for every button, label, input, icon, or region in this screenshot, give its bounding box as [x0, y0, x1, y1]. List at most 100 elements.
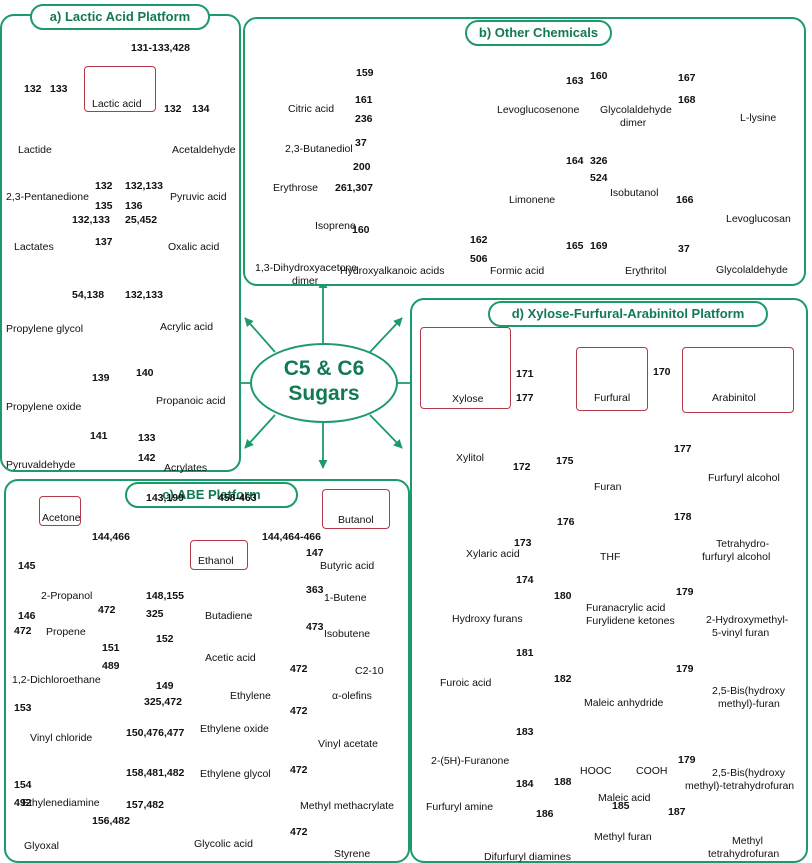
- ref-458: 458-463: [218, 492, 257, 504]
- ref-25452: 25,452: [125, 214, 158, 226]
- panel-title-a: a) Lactic Acid Platform: [30, 4, 210, 30]
- highlight-lactic-acid: [84, 66, 156, 112]
- arabinitol-label: Arabinitol: [712, 392, 756, 404]
- panel-other-chemicals: [243, 17, 806, 286]
- ref-236: 236: [355, 113, 373, 125]
- ref-133b: 133: [138, 432, 156, 444]
- ethylene-label: Ethylene: [230, 690, 271, 702]
- isoprene-label: Isoprene: [315, 220, 356, 232]
- highlight-ethanol: [190, 540, 248, 570]
- panel-title-c: c) ABE Platform: [125, 482, 298, 508]
- panel-xylose-furfural-arabinitol: [410, 298, 808, 863]
- ref-363: 363: [306, 584, 324, 596]
- butanediol-label: 2,3-Butanediol: [285, 143, 353, 155]
- ref-161: 161: [355, 94, 373, 106]
- ref-184: 184: [516, 778, 534, 790]
- ref-164: 164: [566, 155, 584, 167]
- panel-title-b: b) Other Chemicals: [465, 20, 612, 46]
- difurfuryl-label: Difurfuryl diamines: [484, 851, 571, 863]
- ethanol-label: Ethanol: [198, 555, 234, 567]
- ref-489: 489: [102, 660, 120, 672]
- glyoxal-label: Glyoxal: [24, 840, 60, 852]
- ref-181: 181: [516, 647, 534, 659]
- ref-168: 168: [678, 94, 696, 106]
- ref-472e: 472: [290, 764, 308, 776]
- lactates-label: Lactates: [14, 241, 54, 253]
- hub-sugars: [250, 343, 398, 423]
- ref-185: 185: [612, 800, 630, 812]
- ref-179c: 179: [678, 754, 696, 766]
- ref-186: 186: [536, 808, 554, 820]
- ref-472a: 472: [14, 625, 32, 637]
- vinyl-acetate-label: Vinyl acetate: [318, 738, 378, 750]
- xylitol-label: Xylitol: [456, 452, 485, 464]
- ref-166: 166: [676, 194, 694, 206]
- ref-162: 162: [470, 234, 488, 246]
- ref-160a: 160: [352, 224, 370, 236]
- ref-158: 158,481,482: [126, 767, 185, 779]
- hydroxyalk-label: Hydroxyalkanoic acids: [340, 265, 445, 277]
- vinyl-chloride-label: Vinyl chloride: [30, 732, 93, 744]
- pyruvaldehyde-label: Pyruvaldehyde: [6, 459, 76, 471]
- erythritol-label: Erythritol: [625, 265, 667, 277]
- ref-37a: 37: [355, 137, 367, 149]
- furfural-label: Furfural: [594, 392, 631, 404]
- ref-144a: 144,466: [92, 531, 130, 543]
- butyric-label: Butyric acid: [320, 560, 375, 572]
- acrylates-label: Acrylates: [164, 462, 208, 474]
- ethylene-glycol-label: Ethylene glycol: [200, 768, 271, 780]
- ref-135: 135: [95, 200, 113, 212]
- ref-160b: 160: [590, 70, 608, 82]
- ref-176: 176: [557, 516, 575, 528]
- ref-163: 163: [566, 75, 584, 87]
- isobutene-label: Isobutene: [324, 628, 371, 640]
- ref-165: 165: [566, 240, 584, 252]
- ref-146: 146: [18, 610, 36, 622]
- ref-172: 172: [513, 461, 531, 473]
- acetic-label: Acetic acid: [205, 652, 256, 664]
- highlight-arabinitol: [682, 347, 794, 413]
- ref-156: 156,482: [92, 815, 130, 827]
- lysine-label: L-lysine: [740, 112, 777, 124]
- panel-abe-platform: [4, 479, 410, 863]
- panel-title-d: d) Xylose-Furfural-Arabinitol Platform: [488, 301, 768, 327]
- pentanedione-label: 2,3-Pentanedione: [6, 191, 89, 203]
- bhmthf-label2: methyl)-tetrahydrofuran: [685, 780, 795, 792]
- ref-506: 506: [470, 253, 488, 265]
- bhmthf-label1: 2,5-Bis(hydroxy: [712, 767, 785, 779]
- ref-132b: 132: [164, 103, 182, 115]
- ref-136: 136: [125, 200, 143, 212]
- ref-174: 174: [516, 574, 534, 586]
- ref-157: 157,482: [126, 799, 164, 811]
- ref-143: 143,199: [146, 492, 184, 504]
- ref-132133a: 132,133: [125, 180, 163, 192]
- pyruvic-label: Pyruvic acid: [170, 191, 227, 203]
- bhmf-label2: methyl)-furan: [718, 698, 780, 710]
- levoglucosan-label: Levoglucosan: [726, 213, 791, 225]
- furan-label: Furan: [594, 481, 622, 493]
- hub-line2: Sugars: [288, 382, 360, 405]
- maleic-label: Maleic acid: [598, 792, 651, 804]
- ref-142: 142: [138, 452, 156, 464]
- ref-200: 200: [353, 161, 371, 173]
- mthf-label2: tetrahydrofuran: [708, 848, 780, 860]
- dha-label: 1,3-Dihydroxyacetone: [255, 262, 358, 274]
- propanoic-label: Propanoic acid: [156, 395, 226, 407]
- methyl-methacrylate-label: Methyl methacrylate: [300, 800, 394, 812]
- ref-148: 148,155: [146, 590, 184, 602]
- furanone-label: 2-(5H)-Furanone: [431, 755, 510, 767]
- ref-472c: 472: [290, 663, 308, 675]
- ref-188: 188: [554, 776, 572, 788]
- c210-label: C2-10: [355, 665, 384, 677]
- lactide-label: Lactide: [18, 144, 52, 156]
- ref-183: 183: [516, 726, 534, 738]
- glycolic-label: Glycolic acid: [194, 838, 253, 850]
- ref-326: 326: [590, 155, 608, 167]
- highlight-butanol: [322, 489, 390, 529]
- highlight-acetone: [39, 496, 81, 526]
- mthf-label1: Methyl: [732, 835, 763, 847]
- glycolaldehyde-dimer-label2: dimer: [620, 117, 647, 129]
- thf-label: THF: [600, 551, 621, 563]
- xylose-label: Xylose: [452, 393, 484, 405]
- ref-37b: 37: [678, 243, 690, 255]
